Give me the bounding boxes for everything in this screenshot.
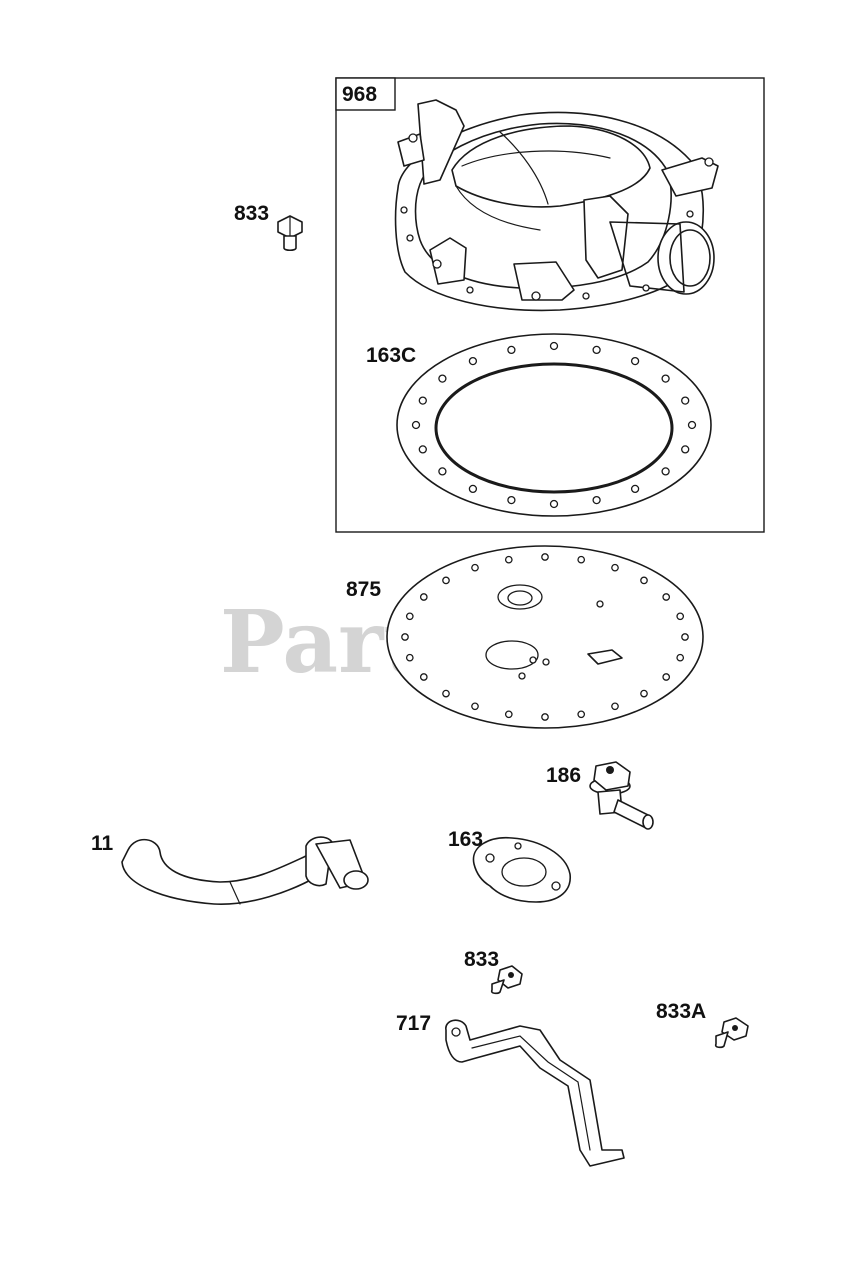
callout-163c[interactable]: 163C bbox=[366, 344, 416, 367]
bolt-hole bbox=[468, 484, 478, 494]
bolt-hole bbox=[611, 563, 619, 572]
bolt-hole bbox=[401, 633, 409, 641]
callout-875[interactable]: 875 bbox=[346, 578, 381, 601]
callout-968[interactable]: 968 bbox=[342, 83, 377, 106]
bolt-hole bbox=[419, 593, 428, 601]
bolt-hole bbox=[640, 576, 648, 585]
bolt-hole bbox=[681, 396, 690, 405]
callout-11[interactable]: 11 bbox=[91, 832, 114, 855]
callout-163[interactable]: 163 bbox=[448, 828, 483, 851]
bolt-hole bbox=[549, 341, 559, 351]
bolt-hole bbox=[411, 420, 421, 430]
gasket-small-part[interactable] bbox=[472, 837, 571, 903]
bolt-hole bbox=[438, 374, 447, 383]
bolt-hole bbox=[471, 563, 479, 572]
bolt-hole bbox=[676, 653, 685, 662]
plate-part[interactable] bbox=[386, 545, 704, 729]
bolt-hole bbox=[438, 467, 447, 476]
bolt-hole bbox=[504, 555, 513, 564]
bolt-hole bbox=[405, 612, 414, 621]
bolt-hole bbox=[541, 713, 549, 721]
bolt-hole bbox=[681, 445, 690, 454]
bolt-hole bbox=[418, 445, 427, 454]
bolt-hole bbox=[630, 484, 640, 494]
bolt-hole bbox=[577, 555, 586, 564]
kit-label-box bbox=[335, 77, 396, 111]
bracket-part[interactable] bbox=[445, 1019, 625, 1167]
bolt-hole bbox=[611, 702, 619, 711]
bolt-hole bbox=[405, 653, 414, 662]
bolt-hole bbox=[676, 612, 685, 621]
bolt-hole bbox=[507, 495, 516, 505]
gasket-large-part[interactable] bbox=[396, 333, 712, 517]
bolt-hole bbox=[541, 553, 549, 561]
bolt-hole bbox=[577, 710, 586, 719]
bolt-hole bbox=[507, 345, 516, 355]
bolt-hole bbox=[442, 689, 450, 698]
callout-833-mid[interactable]: 833 bbox=[464, 948, 499, 971]
callout-717[interactable]: 717 bbox=[396, 1012, 431, 1035]
gasket-large-holes bbox=[411, 341, 697, 509]
bolt-hole bbox=[442, 576, 450, 585]
bolt-top-part[interactable] bbox=[277, 215, 303, 252]
bolt-hole bbox=[468, 356, 478, 366]
bolt-hole bbox=[630, 356, 640, 366]
kit-box bbox=[335, 77, 765, 533]
bolt-hole bbox=[504, 710, 513, 719]
bolt-hole bbox=[662, 593, 671, 601]
bolt-right-part[interactable] bbox=[714, 1017, 749, 1049]
bolt-hole bbox=[418, 396, 427, 405]
bolt-hole bbox=[640, 689, 648, 698]
bolt-hole bbox=[592, 495, 601, 505]
bolt-hole bbox=[661, 467, 670, 476]
bolt-hole bbox=[661, 374, 670, 383]
plate-holes bbox=[401, 553, 689, 721]
bolt-hole bbox=[471, 702, 479, 711]
bolt-hole bbox=[681, 633, 689, 641]
bolt-mid-part[interactable] bbox=[490, 965, 523, 995]
fitting-part[interactable] bbox=[589, 761, 654, 830]
bolt-hole bbox=[419, 673, 428, 681]
callout-833a[interactable]: 833A bbox=[656, 1000, 706, 1023]
bolt-hole bbox=[592, 345, 601, 355]
bolt-hole bbox=[687, 420, 697, 430]
callout-833-top[interactable]: 833 bbox=[234, 202, 269, 225]
bolt-hole bbox=[549, 499, 559, 509]
housing-part[interactable] bbox=[394, 99, 719, 312]
callout-186[interactable]: 186 bbox=[546, 764, 581, 787]
hose-part[interactable] bbox=[121, 836, 369, 905]
bolt-hole bbox=[662, 673, 671, 681]
